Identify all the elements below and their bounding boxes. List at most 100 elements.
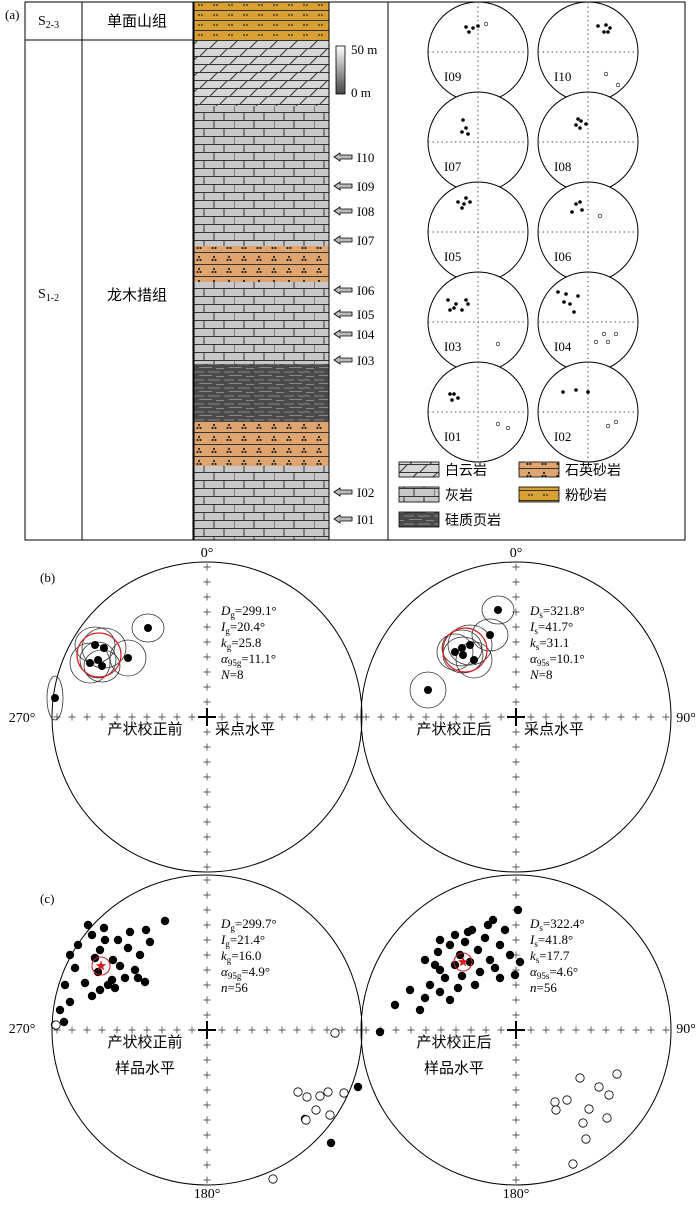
sample-direction-up <box>268 1174 278 1184</box>
site-label: I09 <box>357 179 374 194</box>
sample-direction-up <box>578 1118 588 1128</box>
stat-line: ks=17.7 <box>530 948 570 965</box>
lithology-column <box>193 1 330 541</box>
tick-mark <box>203 936 211 944</box>
tick-mark <box>68 713 76 721</box>
site-direction-down <box>452 392 456 396</box>
tick-mark <box>407 1026 415 1034</box>
tick-mark <box>113 1026 121 1034</box>
tick-mark <box>203 1011 211 1019</box>
site-arrow <box>333 514 353 524</box>
site-direction-down <box>466 132 470 136</box>
site-net-label: I04 <box>554 339 572 354</box>
tick-mark <box>248 713 256 721</box>
site-label: I10 <box>357 150 374 165</box>
site-direction-down <box>446 298 450 302</box>
site-direction-down <box>466 302 470 306</box>
site-stereonet: I03 <box>427 271 529 373</box>
sample-direction-down <box>415 1005 425 1015</box>
mean-direction-star <box>95 960 107 971</box>
tick-mark <box>203 906 211 914</box>
sample-direction-down <box>390 1000 400 1010</box>
site-direction-down <box>576 117 580 121</box>
north-label-right: 0° <box>510 546 523 561</box>
layer-limestone-2 <box>194 282 329 364</box>
sample-direction-down <box>405 985 415 995</box>
tick-mark <box>422 1026 430 1034</box>
site-direction-up <box>483 21 489 27</box>
sample-direction-down <box>480 933 490 943</box>
site-direction-down <box>572 310 576 314</box>
stratigraphic-table <box>24 1 686 541</box>
site-direction-down <box>564 292 568 296</box>
sample-direction-up <box>562 1095 572 1105</box>
net-caption-2: 样品水平 <box>115 1060 175 1077</box>
site-direction-down <box>579 119 583 123</box>
tick-mark <box>203 863 211 871</box>
sample-direction-down <box>133 973 143 983</box>
tick-mark <box>527 1026 535 1034</box>
sample-direction-down <box>140 977 150 987</box>
sample-direction-down <box>420 993 430 1003</box>
site-direction-down <box>574 123 578 127</box>
tick-mark <box>602 1026 610 1034</box>
tick-mark <box>557 1026 565 1034</box>
tick-mark <box>662 1026 670 1034</box>
sample-direction-down <box>125 927 135 937</box>
site-mean-point <box>459 651 467 659</box>
sample-direction-down <box>510 970 520 980</box>
tick-mark <box>143 713 151 721</box>
tick-mark <box>68 1026 76 1034</box>
mean-a95-circle <box>76 632 122 678</box>
formation-upper: 单面山组 <box>107 13 167 30</box>
tick-mark <box>293 1026 301 1034</box>
tick-mark <box>647 713 655 721</box>
site-direction-down <box>456 200 460 204</box>
sample-direction-down <box>463 927 473 937</box>
sample-direction-down <box>473 945 483 955</box>
stat-line: α95s=4.6° <box>530 964 578 981</box>
sample-direction-up <box>302 1092 312 1102</box>
confidence-ellipse <box>131 613 165 643</box>
site-mean-point <box>100 644 108 652</box>
site-direction-down <box>574 202 578 206</box>
south-label-right: 180° <box>503 1187 530 1202</box>
layer-sandstone-1 <box>194 246 329 282</box>
tick-mark <box>512 1131 520 1139</box>
tick-mark <box>632 1026 640 1034</box>
stat-line: α95g=4.9° <box>221 964 270 981</box>
site-direction-up <box>615 82 621 88</box>
site-stereonet: I10 <box>537 1 639 103</box>
site-label: I01 <box>357 512 374 527</box>
sample-direction-down <box>435 987 445 997</box>
tick-mark <box>512 623 520 631</box>
mean-a95-circle <box>91 956 111 976</box>
site-label: I05 <box>357 307 374 322</box>
sample-direction-down <box>475 967 485 977</box>
tick-mark <box>98 1026 106 1034</box>
site-direction-down <box>556 290 560 294</box>
legend-siliceous-shale: 硅质页岩 <box>445 513 501 529</box>
tick-mark <box>353 1026 361 1034</box>
sample-direction-up <box>315 1091 325 1101</box>
site-mean-point <box>466 641 474 649</box>
tick-mark <box>203 698 211 706</box>
site-direction-down <box>448 308 452 312</box>
legend-dolomite: 白云岩 <box>445 463 487 479</box>
tick-mark <box>572 713 580 721</box>
sample-direction-up <box>311 1105 321 1115</box>
tick-mark <box>542 1026 550 1034</box>
tick-mark <box>512 578 520 586</box>
site-direction-down <box>606 30 610 34</box>
site-mean-point <box>458 644 466 652</box>
tick-mark <box>437 1026 445 1034</box>
mean-a95-circle <box>442 627 488 673</box>
tick-mark <box>587 1026 595 1034</box>
sample-direction-up <box>293 1087 303 1097</box>
tick-mark <box>512 876 520 884</box>
sample-direction-down <box>110 983 120 993</box>
site-direction-down <box>460 130 464 134</box>
site-stereonet: I09 <box>427 1 529 103</box>
